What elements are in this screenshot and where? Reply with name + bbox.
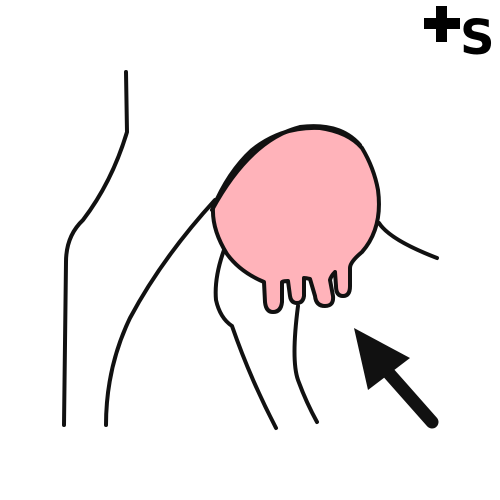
belly-outline — [377, 221, 439, 260]
arrow-icon — [354, 328, 439, 429]
hind-leg-front-outline — [213, 248, 278, 430]
logo-letter: S — [460, 10, 495, 66]
inner-leg-outline — [104, 198, 217, 427]
plus-icon — [424, 6, 460, 42]
brand-logo: S — [418, 4, 498, 70]
udder-shape — [210, 125, 381, 314]
rear-leg-outline — [62, 70, 129, 427]
udder-top-fold — [210, 124, 362, 212]
hind-leg-back-outline — [292, 304, 319, 424]
